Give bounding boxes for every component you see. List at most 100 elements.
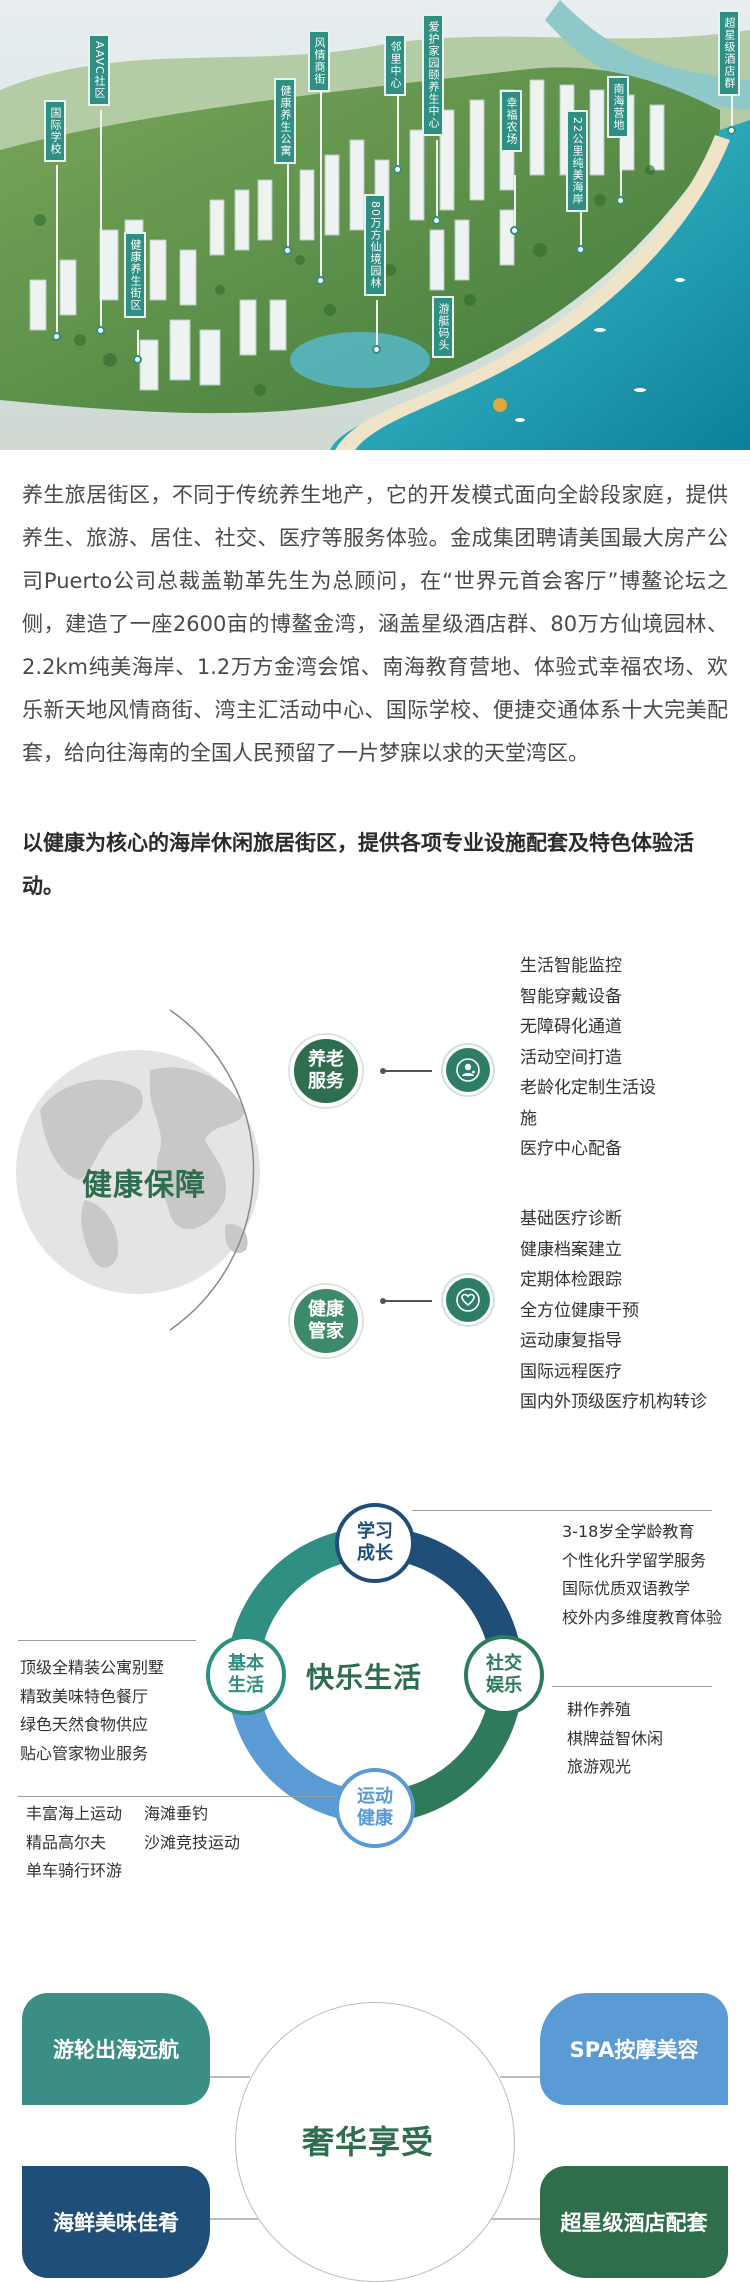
list-item: 国际优质双语教学 — [562, 1579, 691, 1598]
node-basic-life[interactable]: 基本生活 — [206, 1635, 286, 1715]
bubble-health-manager[interactable]: 健康管家 — [290, 1285, 362, 1357]
health-manager-list: 基础医疗诊断 健康档案建立 定期体检跟踪 全方位健康干预 运动康复指导 国际远程… — [520, 1204, 707, 1418]
map-tag-happy-farm[interactable]: 幸福农场 — [500, 90, 522, 152]
connector-line — [210, 2076, 250, 2078]
bubble-elderly-label: 养老服务 — [308, 1049, 344, 1092]
connector-line — [500, 2076, 540, 2078]
connector-dot — [380, 1068, 386, 1074]
map-tag-yacht-pier[interactable]: 游艇码头 — [432, 296, 454, 358]
pin-dot — [727, 126, 736, 135]
person-care-icon — [443, 1045, 493, 1095]
list-item: 施 — [520, 1108, 537, 1129]
intro-highlight: 以健康为核心的海岸休闲旅居街区，提供各项专业设施配套及特色体验活动。 — [22, 831, 694, 898]
list-item: 医疗中心配备 — [520, 1139, 622, 1159]
list-item: 健康档案建立 — [520, 1239, 622, 1260]
list-item: 绿色天然食物供应 — [20, 1715, 149, 1734]
heart-icon — [443, 1275, 493, 1325]
divider-line — [18, 1640, 196, 1641]
map-tag-star-hotel[interactable]: 超星级酒店群 — [718, 10, 740, 96]
map-tag-international-school[interactable]: 国际学校 — [44, 100, 66, 162]
map-tag-aavc-club[interactable]: AAVC社区 — [88, 34, 110, 106]
pin-line — [620, 140, 622, 200]
node-social-fun[interactable]: 社交娱乐 — [464, 1635, 544, 1715]
box-cruise[interactable]: 游轮出海远航 — [22, 1993, 210, 2105]
pin-dot — [316, 276, 325, 285]
box-spa[interactable]: SPA按摩美容 — [540, 1993, 728, 2105]
list-item: 耕作养殖 — [567, 1700, 632, 1719]
box-hotel[interactable]: 超星级酒店配套 — [540, 2166, 728, 2278]
pin-dot — [283, 246, 292, 255]
list-item: 全方位健康干预 — [520, 1300, 639, 1321]
connector-line — [384, 1070, 432, 1072]
sport-list-left: 丰富海上运动 精品高尔夫 单车骑行环游 — [26, 1800, 122, 1886]
list-item: 基础医疗诊断 — [520, 1209, 622, 1229]
list-item: 贴心管家物业服务 — [20, 1743, 149, 1763]
pin-dot — [372, 345, 381, 354]
box-seafood[interactable]: 海鲜美味佳肴 — [22, 2166, 210, 2278]
map-tag-senior-care-center[interactable]: 爱护家园颐养生中心 — [422, 14, 444, 136]
bubble-elderly-service[interactable]: 养老服务 — [290, 1035, 362, 1107]
pin-line — [731, 90, 733, 130]
intro-paragraph: 养生旅居街区，不同于传统养生地产，它的开发模式面向全龄段家庭，提供养生、旅游、居… — [22, 483, 728, 765]
health-guarantee-title: 健康保障 — [82, 1168, 206, 1203]
map-tag-health-apartment[interactable]: 健康养生公寓 — [274, 78, 296, 164]
list-item: 精致美味特色餐厅 — [20, 1686, 149, 1706]
pin-dot — [576, 245, 585, 254]
pin-line — [580, 200, 582, 250]
luxury-title: 奢华享受 — [302, 2123, 435, 2161]
study-list: 3-18岁全学龄教育 个性化升学留学服务 国际优质双语教学 校外内多维度教育体验 — [562, 1518, 722, 1632]
list-item: 精品高尔夫 — [26, 1832, 107, 1852]
bubble-manager-label: 健康管家 — [308, 1299, 344, 1342]
pin-dot — [52, 332, 61, 341]
divider-line — [412, 1510, 712, 1511]
social-list: 耕作养殖 棋牌益智休闲 旅游观光 — [567, 1696, 663, 1782]
list-item: 海滩垂钓 — [144, 1804, 209, 1823]
map-tag-nanhai-camp[interactable]: 南海营地 — [607, 76, 629, 138]
connector-line — [384, 1300, 432, 1302]
node-study-growth[interactable]: 学习成长 — [335, 1503, 415, 1583]
pin-dot — [393, 165, 402, 174]
basic-list: 顶级全精装公寓别墅 精致美味特色餐厅 绿色天然食物供应 贴心管家物业服务 — [20, 1654, 164, 1768]
map-tag-neighborhood-center[interactable]: 邻里中心 — [384, 34, 406, 96]
pin-dot — [616, 196, 625, 205]
list-item: 国内外顶级医疗机构转诊 — [520, 1392, 707, 1412]
node-sport-health[interactable]: 运动健康 — [335, 1768, 415, 1848]
list-item: 个性化升学留学服务 — [562, 1550, 707, 1570]
pin-line — [56, 165, 58, 335]
sport-list-right: 海滩垂钓 沙滩竞技运动 — [144, 1800, 240, 1857]
pin-line — [287, 160, 289, 250]
pin-dot — [96, 326, 105, 335]
pin-dot — [133, 355, 142, 364]
list-item: 定期体检跟踪 — [520, 1270, 622, 1290]
list-item: 老龄化定制生活设 — [520, 1078, 656, 1098]
list-item: 旅游观光 — [567, 1757, 632, 1776]
pin-dot — [432, 216, 441, 225]
map-tag-health-resort-street[interactable]: 健康养生街区 — [124, 232, 146, 318]
map-tag-style-street[interactable]: 风情商街 — [308, 30, 330, 92]
pin-dot — [510, 226, 519, 235]
divider-line — [18, 1796, 336, 1797]
list-item: 校外内多维度教育体验 — [562, 1607, 723, 1627]
list-item: 国际远程医疗 — [520, 1361, 622, 1382]
map-tag-garden-800k[interactable]: 80万方仙境园林 — [364, 194, 386, 296]
list-item: 智能穿戴设备 — [520, 986, 622, 1007]
list-item: 沙滩竞技运动 — [144, 1832, 241, 1852]
list-item: 顶级全精装公寓别墅 — [20, 1658, 165, 1677]
list-item: 丰富海上运动 — [26, 1804, 123, 1823]
map-tag-beach-22km[interactable]: 22公里纯美海岸 — [566, 110, 588, 212]
pin-line — [100, 110, 102, 330]
list-item: 活动空间打造 — [520, 1047, 622, 1068]
connector-line — [490, 2218, 540, 2220]
divider-line — [552, 1686, 712, 1687]
happy-life-title: 快乐生活 — [306, 1661, 423, 1694]
list-item: 生活智能监控 — [520, 956, 622, 976]
pin-line — [514, 175, 516, 230]
aerial-map: 国际学校 AAVC社区 健康养生街区 健康养生公寓 风情商街 邻里中心 80万方… — [0, 0, 750, 450]
health-globe-graphic — [16, 1009, 260, 1331]
pin-line — [137, 330, 139, 360]
pin-line — [397, 90, 399, 170]
connector-dot — [380, 1298, 386, 1304]
list-item: 3-18岁全学龄教育 — [562, 1522, 695, 1541]
pin-line — [320, 90, 322, 280]
